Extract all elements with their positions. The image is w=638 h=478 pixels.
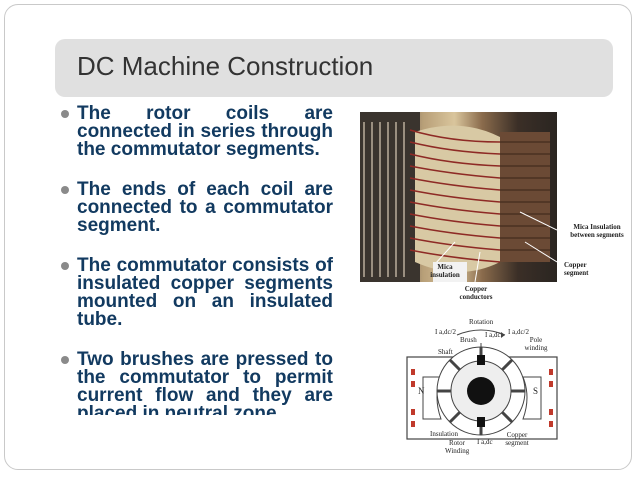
diagram-label-s: S	[533, 386, 539, 396]
commutator-photo	[360, 112, 557, 282]
bullet-list: The rotor coils are connected in series …	[57, 103, 333, 415]
slide-title: DC Machine Construction	[77, 51, 374, 81]
label-copper-segment-photo: Copper segment	[564, 261, 589, 277]
diagram-label-ia2-left: I a,dc/2	[435, 328, 456, 336]
bullet-item: The commutator consists of insulated cop…	[57, 255, 333, 330]
label-mica-insulation: Mica insulation	[430, 263, 460, 279]
bullet-text: The rotor coils are connected in series …	[77, 103, 333, 160]
diagram-label-rotor-winding: Rotor Winding	[445, 439, 470, 455]
bullet-dot-icon	[61, 356, 69, 364]
diagram-label-ia-bottom: I a,dc	[477, 438, 493, 446]
commutator-illustration	[360, 112, 557, 282]
diagram-label-brush: Brush	[460, 336, 477, 344]
diagram-label-insulation: Insulation	[430, 430, 458, 438]
label-copper-conductors: Copper conductors	[459, 285, 493, 301]
bullet-item: The ends of each coil are connected to a…	[57, 179, 333, 236]
bullet-dot-icon	[61, 110, 69, 118]
bullet-dot-icon	[61, 186, 69, 194]
diagram-label-n: N	[418, 386, 425, 396]
diagram-label-ia2-right: I a,dc/2	[508, 328, 529, 336]
bullet-text: Two brushes are pressed to the commutato…	[77, 351, 333, 415]
diagram-label-shaft: Shaft	[438, 348, 453, 356]
diagram-label-pole-winding: Pole winding	[524, 336, 548, 352]
bullet-item: Two brushes are pressed to the commutato…	[57, 351, 333, 415]
title-bar: DC Machine Construction	[55, 39, 613, 97]
bullet-text: The commutator consists of insulated cop…	[77, 255, 333, 330]
diagram-label-rotation: Rotation	[469, 318, 494, 326]
bullet-item: The rotor coils are connected in series …	[57, 103, 333, 160]
diagram-label-copper-segment: Copper segment	[505, 431, 529, 447]
label-mica-insulation-between: Mica Insulation between segments	[570, 223, 624, 239]
bullet-text: The ends of each coil are connected to a…	[77, 179, 333, 236]
diagram-label-ia-top: I a,dc	[485, 331, 501, 339]
bullet-dot-icon	[61, 262, 69, 270]
slide-frame: DC Machine Construction The rotor coils …	[4, 4, 632, 470]
dc-machine-diagram	[406, 329, 558, 440]
